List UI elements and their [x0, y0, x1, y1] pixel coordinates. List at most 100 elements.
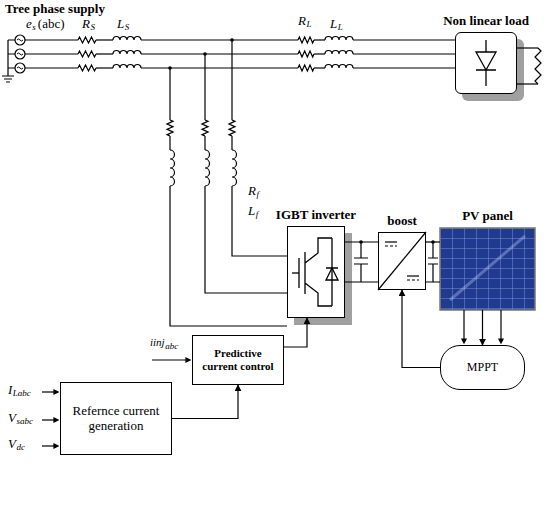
wire: [314, 53, 325, 54]
subscript-label: dc: [16, 443, 25, 453]
block-heading: boost: [387, 214, 417, 229]
subscript-label: sabc: [16, 417, 33, 427]
wire: [517, 47, 538, 48]
wire: [298, 37, 314, 43]
block-label: Predictive current control: [197, 347, 279, 372]
signal-label: (abc): [38, 17, 65, 31]
diode-symbol: [476, 40, 496, 86]
dc-bus-wire: [426, 241, 440, 242]
block-heading: PV panel: [462, 209, 513, 224]
pv-panel: PV panel: [440, 228, 535, 310]
wires: [25, 37, 541, 327]
signal-label: V: [8, 437, 16, 451]
signal-label: L: [117, 17, 124, 31]
section-heading: Tree phase supply: [5, 2, 105, 16]
wire: [25, 67, 78, 68]
wire: [314, 67, 325, 68]
wire: [204, 136, 205, 150]
wire: [169, 136, 170, 150]
subscript-label: abc: [165, 342, 178, 352]
signal-label: iinj: [150, 336, 165, 348]
wire: [25, 53, 78, 54]
wire: [141, 53, 298, 54]
pv-panel-picture: [440, 228, 535, 310]
junction-dot: [230, 38, 234, 42]
source-tilde: [17, 39, 23, 69]
wire: [96, 39, 113, 40]
signal-label: R: [298, 14, 306, 28]
block-heading: Non linear load: [443, 14, 529, 29]
pv-sheen: [450, 236, 525, 300]
process-box: Predictive current control: [192, 335, 284, 385]
wire: [205, 186, 287, 293]
wire: [113, 37, 141, 41]
signal-label: R: [82, 17, 90, 31]
dc-dc-symbol: [378, 232, 426, 290]
subscript-label: f: [256, 210, 259, 220]
wire: [96, 67, 113, 68]
junction-dot: [203, 52, 207, 56]
signal-arrow: [402, 290, 440, 368]
subscript-label: Labc: [13, 389, 31, 399]
junction-dot: [168, 66, 172, 70]
wire: [204, 54, 205, 120]
wire: [231, 40, 232, 120]
subscript-label: S: [90, 23, 95, 33]
signal-label: I: [8, 383, 12, 397]
dc-bus-wire: [345, 241, 378, 242]
subscript-label: s: [32, 23, 36, 33]
wire: [141, 67, 298, 68]
process-box: MPPT: [440, 345, 525, 390]
wire: [232, 150, 237, 186]
signal-label: e: [26, 17, 32, 31]
wire: [517, 83, 538, 84]
wire: [170, 186, 287, 326]
wire: [202, 120, 208, 136]
wire: [141, 39, 298, 40]
wire: [231, 136, 232, 150]
wire: [78, 65, 96, 71]
wire: [25, 39, 78, 40]
signal-arrow: [172, 385, 238, 419]
block-heading: IGBT inverter: [276, 208, 356, 223]
wire: [78, 37, 96, 43]
block-label: Refernce current generation: [65, 404, 167, 434]
wire: [353, 53, 455, 54]
signal-arrow: [482, 310, 483, 345]
wire: [353, 39, 455, 40]
signal-arrow: [284, 318, 307, 347]
subscript-label: f: [256, 190, 259, 200]
wire: [205, 150, 210, 186]
wire: [167, 120, 173, 136]
process-box: Refernce current generation: [60, 382, 172, 455]
wire: [353, 67, 455, 68]
signal-label: L: [248, 204, 255, 218]
signal-label: L: [330, 17, 337, 31]
wire: [314, 39, 325, 40]
wire: [113, 51, 141, 55]
voltage-sources: [15, 35, 25, 73]
wire: [298, 51, 314, 57]
signal-label: V: [8, 411, 16, 425]
wire: [169, 68, 170, 120]
ground-symbol: [2, 40, 15, 82]
wire: [113, 65, 141, 69]
wire: [170, 150, 175, 186]
wire: [325, 51, 353, 55]
inverter-face: [287, 226, 345, 318]
wire: [325, 65, 353, 69]
wire: [78, 51, 96, 57]
igbt-symbol: [292, 238, 338, 306]
subscript-label: S: [125, 23, 130, 33]
wire: [229, 120, 235, 136]
subscript-label: L: [306, 20, 311, 30]
signal-label: R: [248, 184, 256, 198]
wire: [96, 53, 113, 54]
block-label: MPPT: [467, 361, 498, 375]
load-face: [455, 32, 517, 94]
wire: [298, 65, 314, 71]
wire: [535, 48, 541, 84]
load-box: Non linear load: [455, 32, 517, 94]
